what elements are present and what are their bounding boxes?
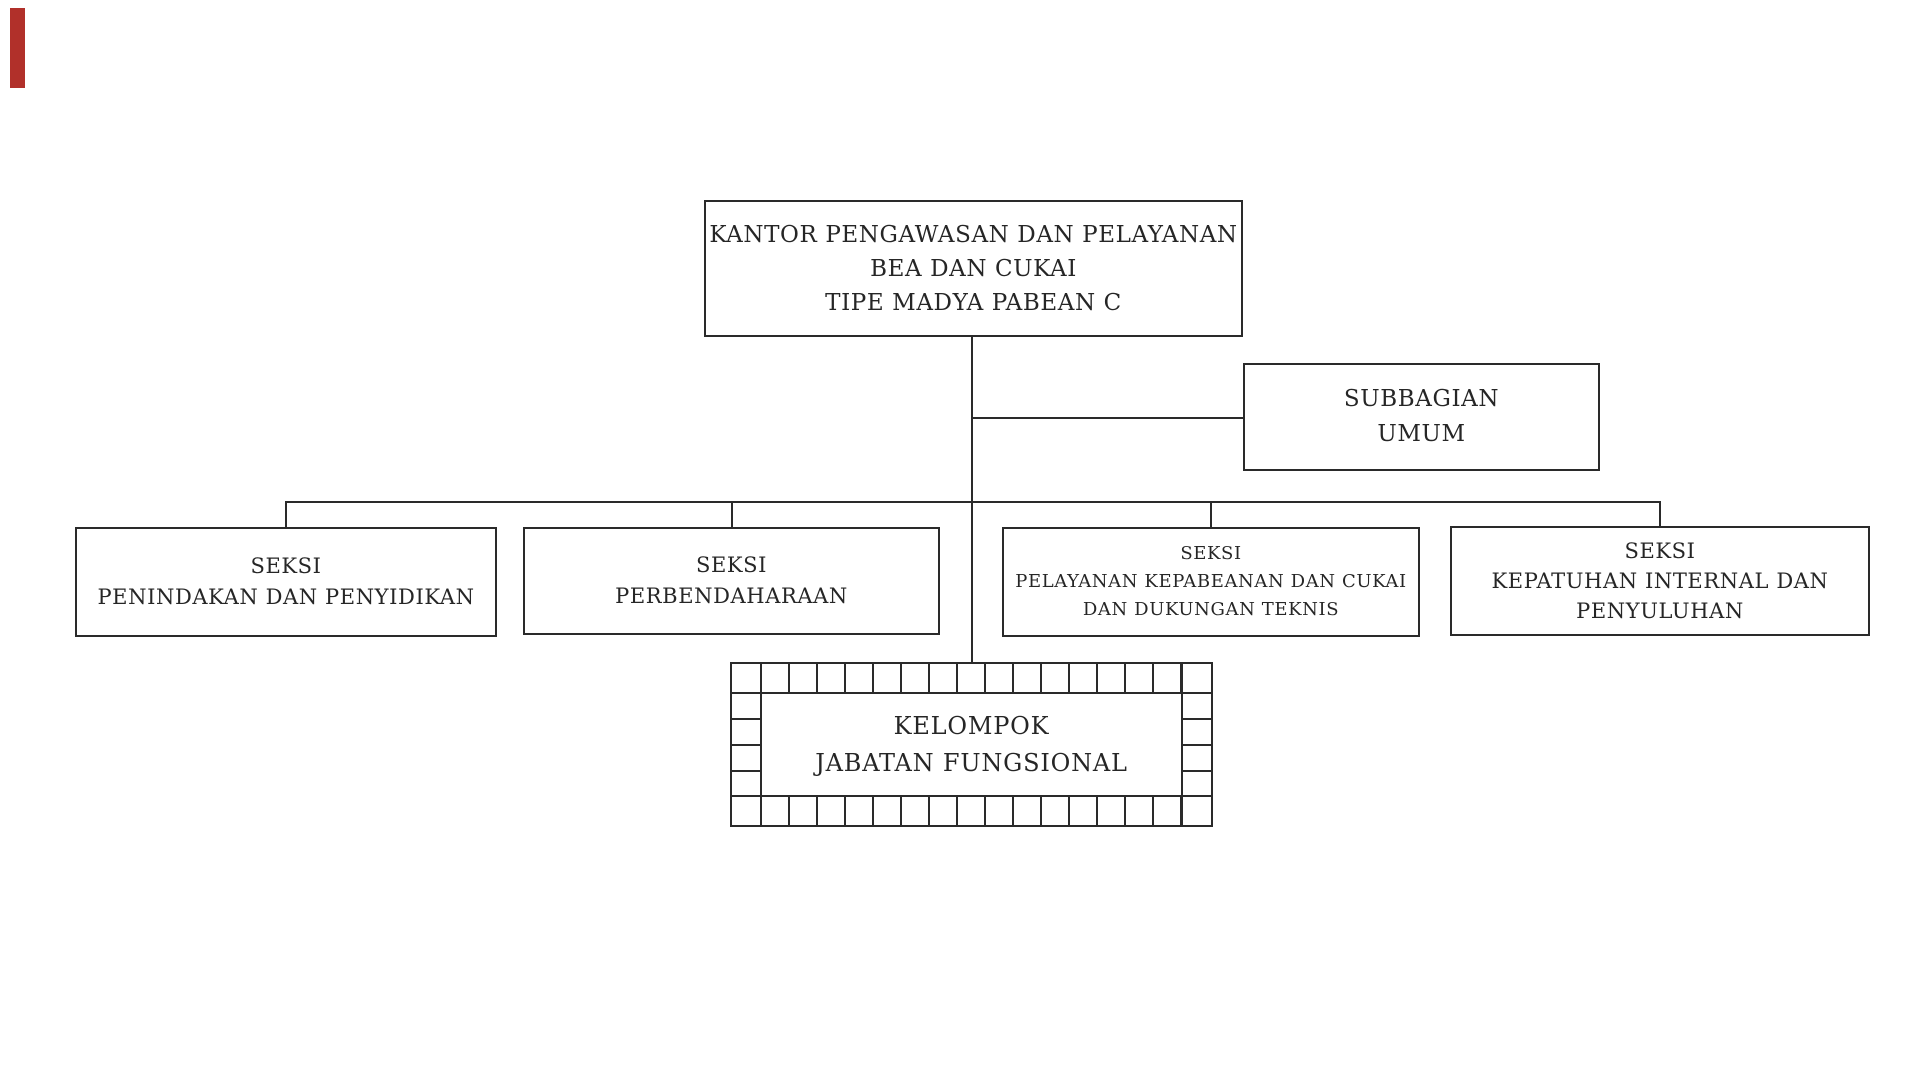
org-box-seksi-perbendaharaan: SEKSI PERBENDAHARAAN — [523, 527, 940, 635]
connector-root-vertical — [971, 336, 973, 663]
org-box-subbagian-umum-line1: SUBBAGIAN — [1343, 386, 1500, 412]
org-box-head-office-line1: KANTOR PENGAWASAN DAN PELAYANAN — [709, 221, 1238, 248]
org-box-seksi-perbendaharaan-line1: SEKSI — [695, 553, 768, 577]
org-box-seksi-penindakan-dan-penyidikan: SEKSI PENINDAKAN DAN PENYIDIKAN — [75, 527, 497, 637]
connector-stub-seksi-perbendaharaan — [731, 501, 733, 529]
org-box-seksi-penindakan-line1: SEKSI — [250, 554, 322, 578]
org-box-kelompok-line2: JABATAN FUNGSIONAL — [815, 748, 1128, 777]
org-box-seksi-pelayanan-line2: PELAYANAN KEPABEANAN DAN CUKAI — [1015, 571, 1407, 592]
org-box-head-office-line2: BEA DAN CUKAI — [870, 255, 1077, 282]
org-box-head-office: KANTOR PENGAWASAN DAN PELAYANAN BEA DAN … — [704, 200, 1243, 337]
connector-stub-seksi-pelayanan — [1210, 501, 1212, 529]
red-scan-mark — [10, 8, 25, 88]
org-box-subbagian-umum: SUBBAGIAN UMUM — [1243, 363, 1600, 471]
org-box-kelompok-inner: KELOMPOK JABATAN FUNGSIONAL — [760, 692, 1183, 797]
checker-strip-top — [760, 664, 1183, 692]
connector-distribution-horizontal — [285, 501, 1661, 503]
org-box-seksi-pelayanan-line1: SEKSI — [1180, 543, 1242, 564]
org-box-seksi-kepatuhan-internal: SEKSI KEPATUHAN INTERNAL DAN PENYULUHAN — [1450, 526, 1870, 636]
org-box-subbagian-umum-line2: UMUM — [1377, 421, 1466, 447]
org-box-head-office-line3: TIPE MADYA PABEAN C — [825, 289, 1122, 316]
org-box-seksi-kepatuhan-line1: SEKSI — [1624, 539, 1696, 563]
org-box-seksi-kepatuhan-line3: PENYULUHAN — [1576, 599, 1744, 623]
connector-stub-seksi-kepatuhan — [1659, 501, 1661, 529]
checker-strip-right — [1183, 692, 1211, 797]
connector-staff-horizontal — [972, 417, 1243, 419]
org-box-seksi-penindakan-line2: PENINDAKAN DAN PENYIDIKAN — [97, 585, 475, 609]
org-box-seksi-pelayanan-line3: DAN DUKUNGAN TEKNIS — [1082, 599, 1340, 620]
checker-strip-left — [732, 692, 760, 797]
connector-stub-seksi-penindakan — [285, 501, 287, 529]
checker-strip-bottom — [760, 797, 1183, 825]
org-box-seksi-kepatuhan-line2: KEPATUHAN INTERNAL DAN — [1491, 569, 1829, 593]
org-box-seksi-perbendaharaan-line2: PERBENDAHARAAN — [615, 584, 848, 608]
org-box-kelompok-line1: KELOMPOK — [893, 711, 1050, 740]
org-box-seksi-pelayanan-kepabeanan: SEKSI PELAYANAN KEPABEANAN DAN CUKAI DAN… — [1002, 527, 1420, 637]
org-box-kelompok-jabatan-fungsional: KELOMPOK JABATAN FUNGSIONAL — [730, 662, 1213, 827]
